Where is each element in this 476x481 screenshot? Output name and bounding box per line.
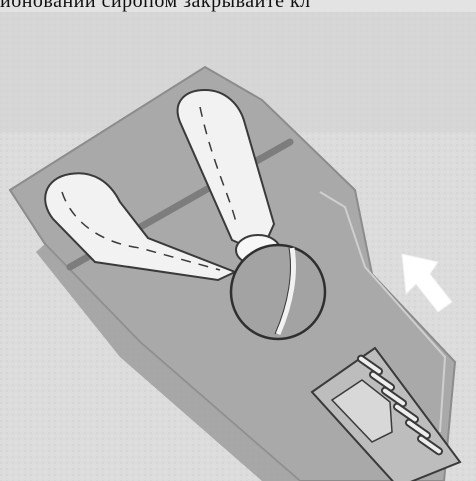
header-strip: ионовании сиропом закрывайте кл	[0, 0, 476, 12]
header-text-fragment: ионовании сиропом закрывайте кл	[0, 0, 311, 12]
illustration-svg	[0, 12, 476, 481]
illustration	[0, 12, 476, 481]
